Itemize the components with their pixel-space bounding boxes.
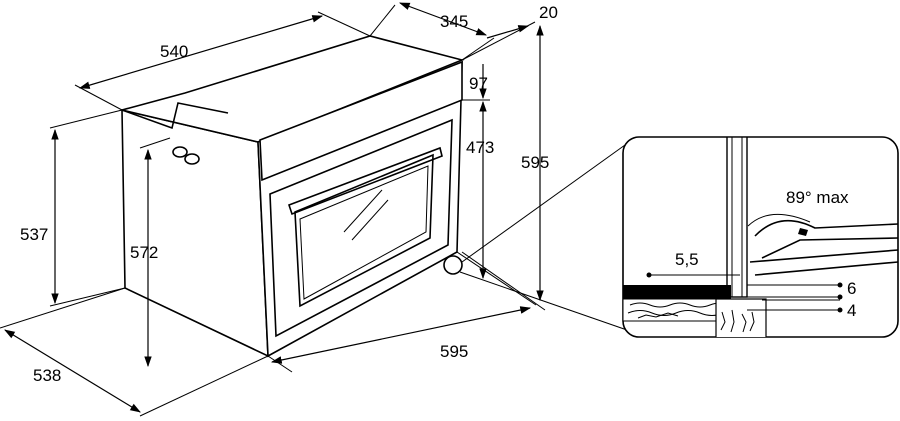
oven-door: [269, 118, 453, 338]
oven-top-surface: [121, 35, 465, 143]
detail-level-lower: 4: [847, 301, 856, 320]
detail-hinge-angle: 89° max: [786, 188, 849, 207]
vent-hole-1: [172, 146, 188, 158]
dim-control-panel: 97: [469, 74, 488, 93]
door-window: [294, 153, 434, 308]
dim-total-height: 595: [521, 153, 549, 172]
top-recess: [121, 102, 229, 130]
vent-hole-2: [184, 153, 200, 165]
dim-top-depth: 540: [160, 42, 188, 61]
dim-rear-depth: 345: [440, 12, 468, 31]
oven-body: [121, 35, 628, 358]
door-handle: [287, 146, 443, 216]
detail-level-upper: 6: [847, 279, 856, 298]
dim-cavity-height: 572: [130, 243, 158, 262]
detail-callout-circle: [443, 255, 463, 275]
dimension-lines: [0, 2, 546, 417]
detail-gap: 5,5: [675, 250, 699, 269]
hinge-detail-inset: 89° max 5,5 6 4: [622, 136, 899, 338]
dim-base-depth: 538: [33, 366, 61, 385]
dim-left-height: 537: [20, 225, 48, 244]
dim-front-offset: 20: [539, 3, 558, 22]
dimension-labels: 540 345 20 97 473 595 537 572 538 595: [20, 3, 558, 385]
dim-door-height: 473: [466, 138, 494, 157]
dim-front-width: 595: [440, 342, 468, 361]
